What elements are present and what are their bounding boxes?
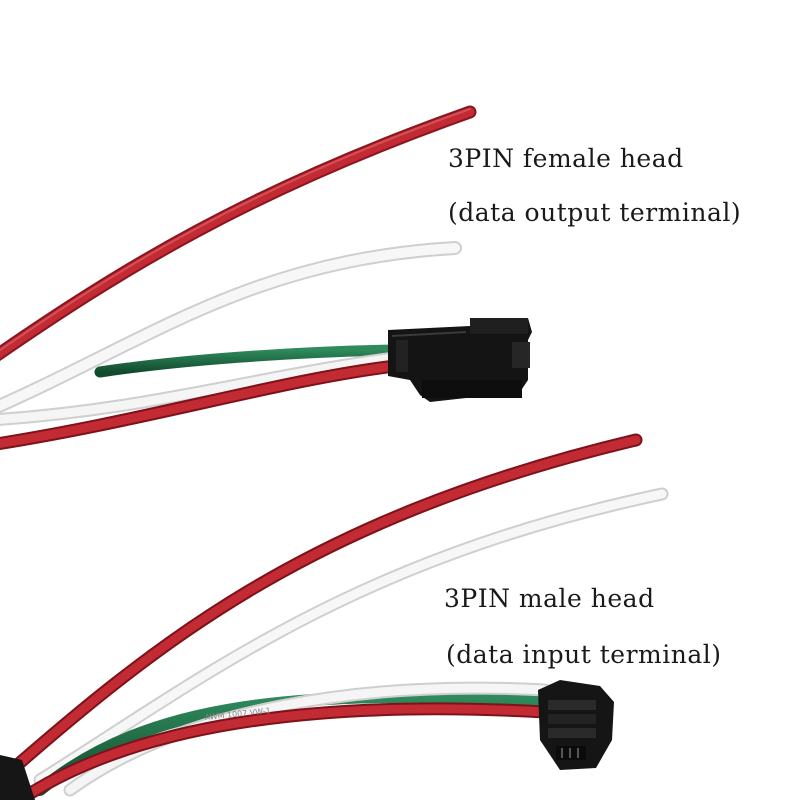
female-red-wire-long — [0, 105, 477, 362]
cable-sheath — [0, 755, 35, 800]
male-connector — [538, 680, 614, 770]
female-head-subtitle: (data output terminal) — [448, 198, 742, 227]
female-cable-bundle — [0, 105, 477, 450]
female-head-title: 3PIN female head — [448, 144, 684, 173]
female-connector — [388, 318, 532, 402]
male-head-subtitle: (data input terminal) — [446, 640, 722, 669]
male-red-wire — [13, 702, 552, 800]
female-green-wire — [94, 344, 401, 378]
male-head-title: 3PIN male head — [444, 584, 655, 613]
male-cable-bundle: AWM 1007 VW-1 — [0, 433, 669, 800]
